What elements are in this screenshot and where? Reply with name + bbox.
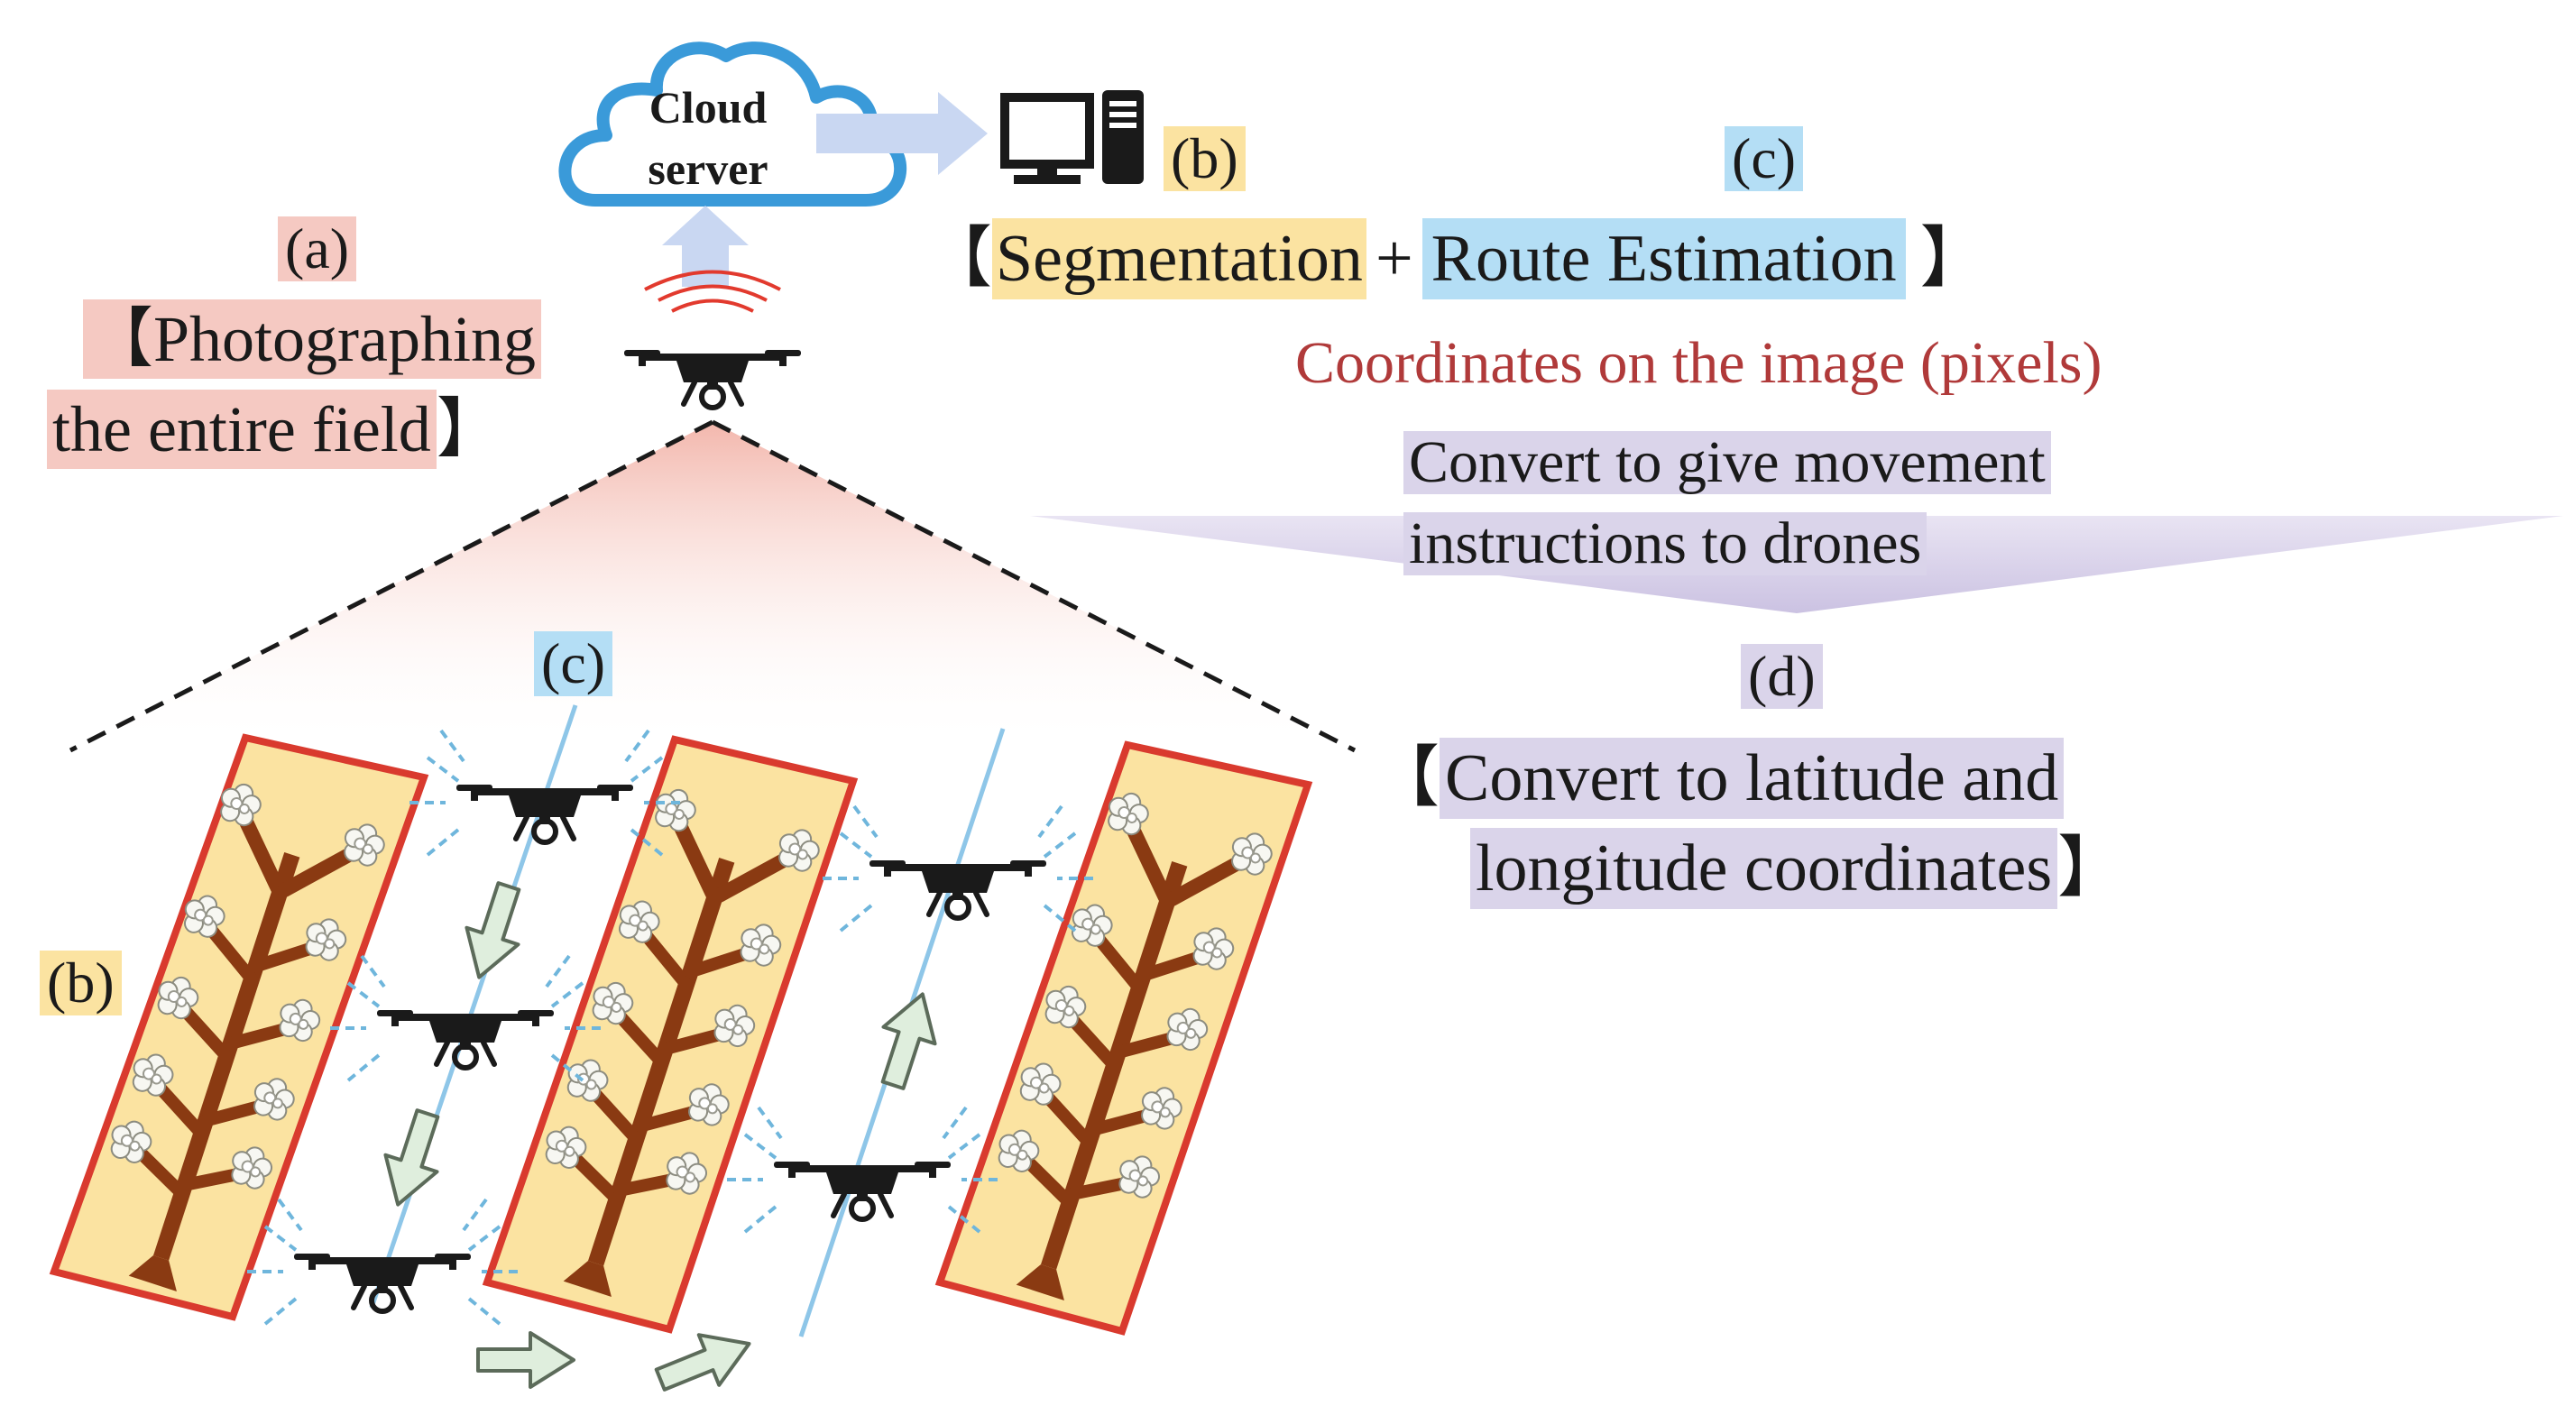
photographing-text-1: 【Photographing <box>83 299 541 379</box>
plus-sign: + <box>1375 222 1413 296</box>
label-c-top: (c) <box>1725 126 1804 191</box>
arrow-icon <box>476 1331 575 1389</box>
photographing-bracket-close: 】 <box>436 393 501 465</box>
coordinates-label: Coordinates on the image (pixels) <box>1295 330 2102 396</box>
arrow-icon <box>816 92 988 175</box>
view-boundary-left <box>69 419 714 753</box>
drone-icon <box>869 860 1046 918</box>
tree-strip-middle <box>482 735 859 1334</box>
tree-strip-left <box>49 733 429 1321</box>
drone-icon <box>294 1254 471 1311</box>
photographing-line1: 【Photographing <box>83 299 541 379</box>
label-a: (a) <box>278 216 357 281</box>
photographing-line2: the entire field】 <box>47 390 501 469</box>
field-drone-3 <box>245 1198 520 1326</box>
route-estimation-label: Route Estimation <box>1421 218 1906 299</box>
convert-line1: Convert to give movement <box>1403 431 2051 494</box>
latlon-bracket-open: 【 <box>1373 741 1440 815</box>
drone-icon <box>774 1162 951 1219</box>
processing-bracket-close: 】 <box>1919 222 1987 296</box>
field-drone-5 <box>725 1106 999 1234</box>
computer-icon <box>1000 90 1144 184</box>
label-d: (d) <box>1741 644 1823 709</box>
latlon-bracket-close: 】 <box>2057 832 2125 905</box>
camera-view-area <box>72 422 1353 749</box>
processing-line: 【Segmentation+Route Estimation】 <box>925 218 1987 299</box>
segmentation-label: Segmentation <box>992 218 1366 299</box>
arrow-icon <box>865 984 951 1096</box>
label-b-top: (b) <box>1164 126 1246 191</box>
arrow-icon <box>451 876 537 988</box>
arrow-icon <box>662 206 749 287</box>
latlon-text-1: Convert to latitude and <box>1440 738 2065 819</box>
latlon-line1: 【Convert to latitude and <box>1373 738 2065 819</box>
cloud-label-line2: server <box>648 143 768 194</box>
convert-line2: instructions to drones <box>1403 512 1927 575</box>
drone-icon <box>377 1010 554 1068</box>
latlon-line2: longitude coordinates】 <box>1470 828 2125 909</box>
tree-strip-right <box>934 740 1313 1336</box>
arrow-icon <box>370 1103 455 1215</box>
latlon-text-2: longitude coordinates <box>1470 828 2058 909</box>
view-boundary-right <box>711 419 1357 753</box>
drone-icon <box>624 350 801 408</box>
photographing-text-2: the entire field <box>47 390 437 469</box>
label-b-field: (b) <box>40 951 122 1015</box>
wifi-signal-icon <box>644 270 781 313</box>
processing-bracket-open: 【 <box>925 222 992 296</box>
cloud-label-line1: Cloud <box>649 82 768 133</box>
label-c-field: (c) <box>534 631 613 696</box>
field-drone-4 <box>821 804 1095 933</box>
drone-icon <box>456 785 633 842</box>
